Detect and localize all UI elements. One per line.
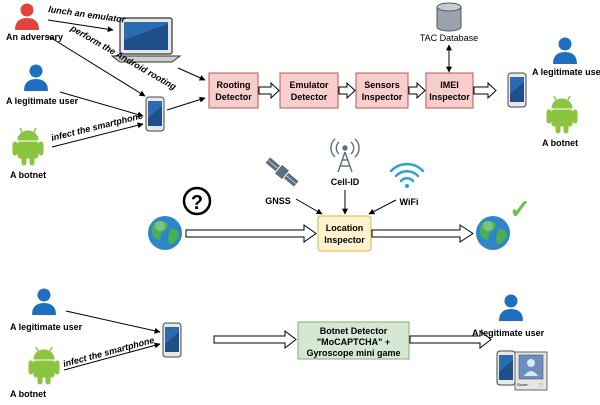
smartphone-icon [145,96,165,132]
emulator-detector-line2: Detector [291,92,328,102]
gnss-label: GNSS [265,196,291,206]
bottom-botnet-label: A botnet [10,389,46,399]
legit-user-icon [24,64,48,91]
botnet-detector-line3: Gyroscope mini game [306,348,400,358]
sensors-inspector-box [355,72,409,109]
edge-perform-rooting [47,35,146,97]
edge-bottom-legit-to-phone [65,310,161,334]
location-input-arrow [185,224,317,243]
database-icon [436,2,462,32]
bottom-android-icon [28,346,60,385]
botnet-detector-box [297,321,410,360]
emulator-detector-box [279,72,339,109]
legit-user-label: A legitimate user [6,96,79,106]
edge-wifi-to-location [368,199,397,215]
bottom-legit-user-icon [32,288,56,315]
edge-label-infect-top: infect the smartphone [50,110,144,142]
pipeline-arrow-1 [258,81,280,100]
adversary-label: An adversary [6,32,63,42]
output-smartphone-icon [507,72,527,108]
globe-output-icon [476,216,510,250]
output-legit-user-label: A legitimate user [532,67,600,77]
pipeline-arrow-3 [408,81,426,100]
output-botnet-label: A botnet [542,138,578,148]
wifi-label: WiFi [400,197,419,207]
output-android-icon [546,95,578,134]
star-icon: ☆ [538,381,544,389]
botnet-detector-line2: "MoCAPTCHA" + [317,337,390,347]
location-inspector-line2: Inspector [324,235,365,245]
pipeline-arrow-2 [338,81,356,100]
bottom-legit-user-label: A legitimate user [10,322,83,332]
bottom-output-smartphone-icon [496,350,516,386]
adversary-icon [15,3,39,30]
location-inspector-line1: Location [326,223,364,233]
satellite-icon [265,157,299,187]
edge-lunch-emulator [47,19,114,33]
tac-database-label: TAC Database [420,33,478,43]
android-icon [12,127,44,166]
cellid-label: Cell-ID [331,177,360,187]
game-score-label: Score: [517,382,529,387]
edge-infect-top [51,122,144,148]
location-output-arrow [371,224,474,243]
edge-phone-to-rooting [166,96,206,111]
sensors-inspector-line2: Inspector [362,92,403,102]
bottom-output-user-icon [499,294,523,321]
rooting-detector-line1: Rooting [217,80,251,90]
rooting-detector-line2: Detector [215,92,252,102]
cell-tower-icon [330,138,360,173]
edge-bottom-infect [63,342,161,371]
botnet-label: A botnet [10,170,46,180]
output-legit-user-icon [553,37,577,64]
bottom-input-arrow [213,329,297,350]
edge-label-infect-bottom: infect the smartphone [62,335,155,369]
imei-inspector-line1: IMEI [440,80,459,90]
wifi-icon [389,162,425,188]
pipeline-arrow-4 [473,81,497,100]
rooting-detector-box [208,72,259,109]
imei-inspector-box [425,72,474,109]
bottom-output-arrow [409,329,492,350]
edge-laptop-to-rooting [177,67,206,81]
globe-input-icon [148,216,182,250]
laptop-icon [110,17,182,63]
edge-legit-to-phone [59,91,144,118]
bottom-smartphone-icon [162,322,182,358]
sensors-inspector-line1: Sensors [364,80,400,90]
question-mark-glyph: ? [191,192,203,214]
check-mark-icon: ✓ [509,194,531,224]
edge-gnss-to-location [295,198,323,215]
question-mark-icon [182,186,212,216]
botnet-detector-line1: Botnet Detector [320,326,388,336]
emulator-detector-line1: Emulator [289,80,329,90]
imei-inspector-line2: Inspector [429,92,470,102]
location-inspector-box [317,215,372,252]
bottom-output-user-label: A legitimate user [472,328,545,338]
game-card-icon [514,351,548,391]
